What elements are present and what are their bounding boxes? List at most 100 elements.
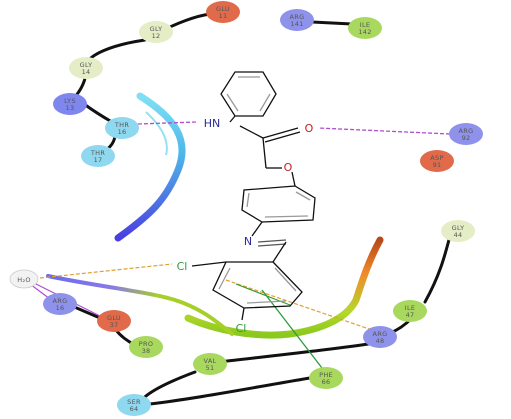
residue-number: 47: [406, 311, 415, 319]
hbond-ring-arg48: [225, 279, 379, 333]
residue-ser64: SER 64: [117, 394, 151, 416]
pi-stack-phe66: [261, 289, 323, 369]
residue-val51: VAL 51: [193, 353, 227, 375]
residue-disc: [363, 326, 397, 348]
residue-name: LYS: [64, 97, 76, 105]
residue-disc: [117, 394, 151, 416]
residue-number: 16: [56, 304, 65, 312]
residue-number: 48: [376, 337, 385, 345]
bond-ring-nimine: [251, 221, 263, 237]
residue-arg16: ARG 16: [43, 293, 77, 315]
residue-number: 141: [290, 20, 303, 28]
residue-name: PRO: [139, 340, 153, 348]
dichlorophenyl-ring-inner: [218, 267, 297, 304]
residue-disc: [97, 310, 131, 332]
backbone-arg48-val51: [208, 341, 377, 365]
residue-thr16: THR 16: [105, 117, 139, 139]
residue-h2o: H₂O: [9, 269, 39, 289]
atom-o-carbonyl: O: [305, 122, 314, 135]
backbone-gly44-ile47: [423, 234, 452, 304]
residues: GLU 11 GLY 12 ARG 141 ILE 142 GLY 14 LYS…: [9, 1, 483, 416]
atom-n-imine: N: [244, 235, 252, 248]
residue-thr17: THR 17: [81, 145, 115, 167]
residue-disc: [43, 293, 77, 315]
bond-ring-cl-lower: [241, 307, 245, 321]
residue-disc: [280, 9, 314, 31]
residue-name: GLY: [80, 61, 93, 69]
residue-gly14: GLY 14: [69, 57, 103, 79]
residue-phe66: PHE 66: [309, 367, 343, 389]
atom-cl-lower: Cl: [236, 322, 247, 335]
residue-disc: [9, 269, 39, 289]
backbone-lys13-thr16: [82, 102, 114, 124]
backbone-arg16-glu37: [70, 304, 102, 320]
residue-disc: [105, 117, 139, 139]
residue-disc: [193, 353, 227, 375]
residue-name: THR: [90, 149, 105, 157]
residue-name: ARG: [373, 330, 388, 338]
bond-n-ch-double: [257, 239, 287, 243]
residue-disc: [129, 336, 163, 358]
residue-disc: [309, 367, 343, 389]
ribbon-thin-cyan: [145, 111, 168, 156]
residue-arg92: ARG 92: [449, 123, 483, 145]
residue-disc: [69, 57, 103, 79]
hbond-thr16-hn: [137, 121, 197, 125]
residue-number: 44: [454, 231, 463, 239]
residue-name: ARG: [53, 297, 68, 305]
residue-glu11: GLU 11: [206, 1, 240, 23]
atom-hn: HN: [204, 117, 221, 130]
residue-disc: [206, 1, 240, 23]
residue-name: GLU: [216, 5, 230, 13]
ligand-bonds: [191, 71, 316, 321]
residue-number: 91: [433, 161, 442, 169]
residue-name: ILE: [405, 304, 416, 312]
residue-disc: [393, 300, 427, 322]
ligand-atoms: HN O O N Cl Cl: [177, 117, 314, 335]
residue-gly12: GLY 12: [139, 21, 173, 43]
residue-name: VAL: [204, 357, 217, 365]
protein-ribbons: [46, 92, 384, 339]
residue-name: THR: [114, 121, 129, 129]
residue-disc: [441, 220, 475, 242]
residue-number: 51: [206, 364, 215, 372]
atom-o-ether: O: [284, 161, 293, 174]
residue-number: 92: [462, 134, 471, 142]
residue-disc: [348, 17, 382, 39]
bond-ring-cl-upper: [191, 261, 227, 267]
residue-name: SER: [127, 398, 141, 406]
bond-c-ch2: [262, 137, 267, 169]
residue-name: GLY: [150, 25, 163, 33]
residue-number: 38: [142, 347, 151, 355]
residue-number: 37: [110, 321, 119, 329]
ribbon-upper-cyan: [114, 92, 186, 242]
residue-number: 14: [82, 68, 91, 76]
bond-c-o-double-2: [264, 131, 301, 143]
residue-number: 17: [94, 156, 103, 164]
bond-n-ch-double-2: [257, 243, 287, 247]
residue-number: 11: [219, 12, 228, 20]
bond-o-ring: [291, 171, 296, 187]
residue-name: GLU: [107, 314, 121, 322]
residue-name: H₂O: [17, 276, 31, 284]
residue-arg48: ARG 48: [363, 326, 397, 348]
residue-number: 16: [118, 128, 127, 136]
residue-asp91: ASP 91: [420, 150, 454, 172]
residue-name: GLY: [452, 224, 465, 232]
residue-arg141: ARG 141: [280, 9, 314, 31]
residue-name: ASP: [430, 154, 443, 162]
residue-name: ARG: [459, 127, 474, 135]
residue-number: 12: [152, 32, 161, 40]
residue-pro38: PRO 38: [129, 336, 163, 358]
backbone-arg141-ile142: [310, 20, 354, 26]
residue-disc: [420, 150, 454, 172]
residue-disc: [449, 123, 483, 145]
residue-gly44: GLY 44: [441, 220, 475, 242]
residue-disc: [81, 145, 115, 167]
residue-lys13: LYS 13: [53, 93, 87, 115]
bond-ring-n: [229, 115, 236, 123]
bond-c-o-double: [262, 127, 299, 139]
residue-number: 66: [322, 378, 331, 386]
residue-disc: [53, 93, 87, 115]
